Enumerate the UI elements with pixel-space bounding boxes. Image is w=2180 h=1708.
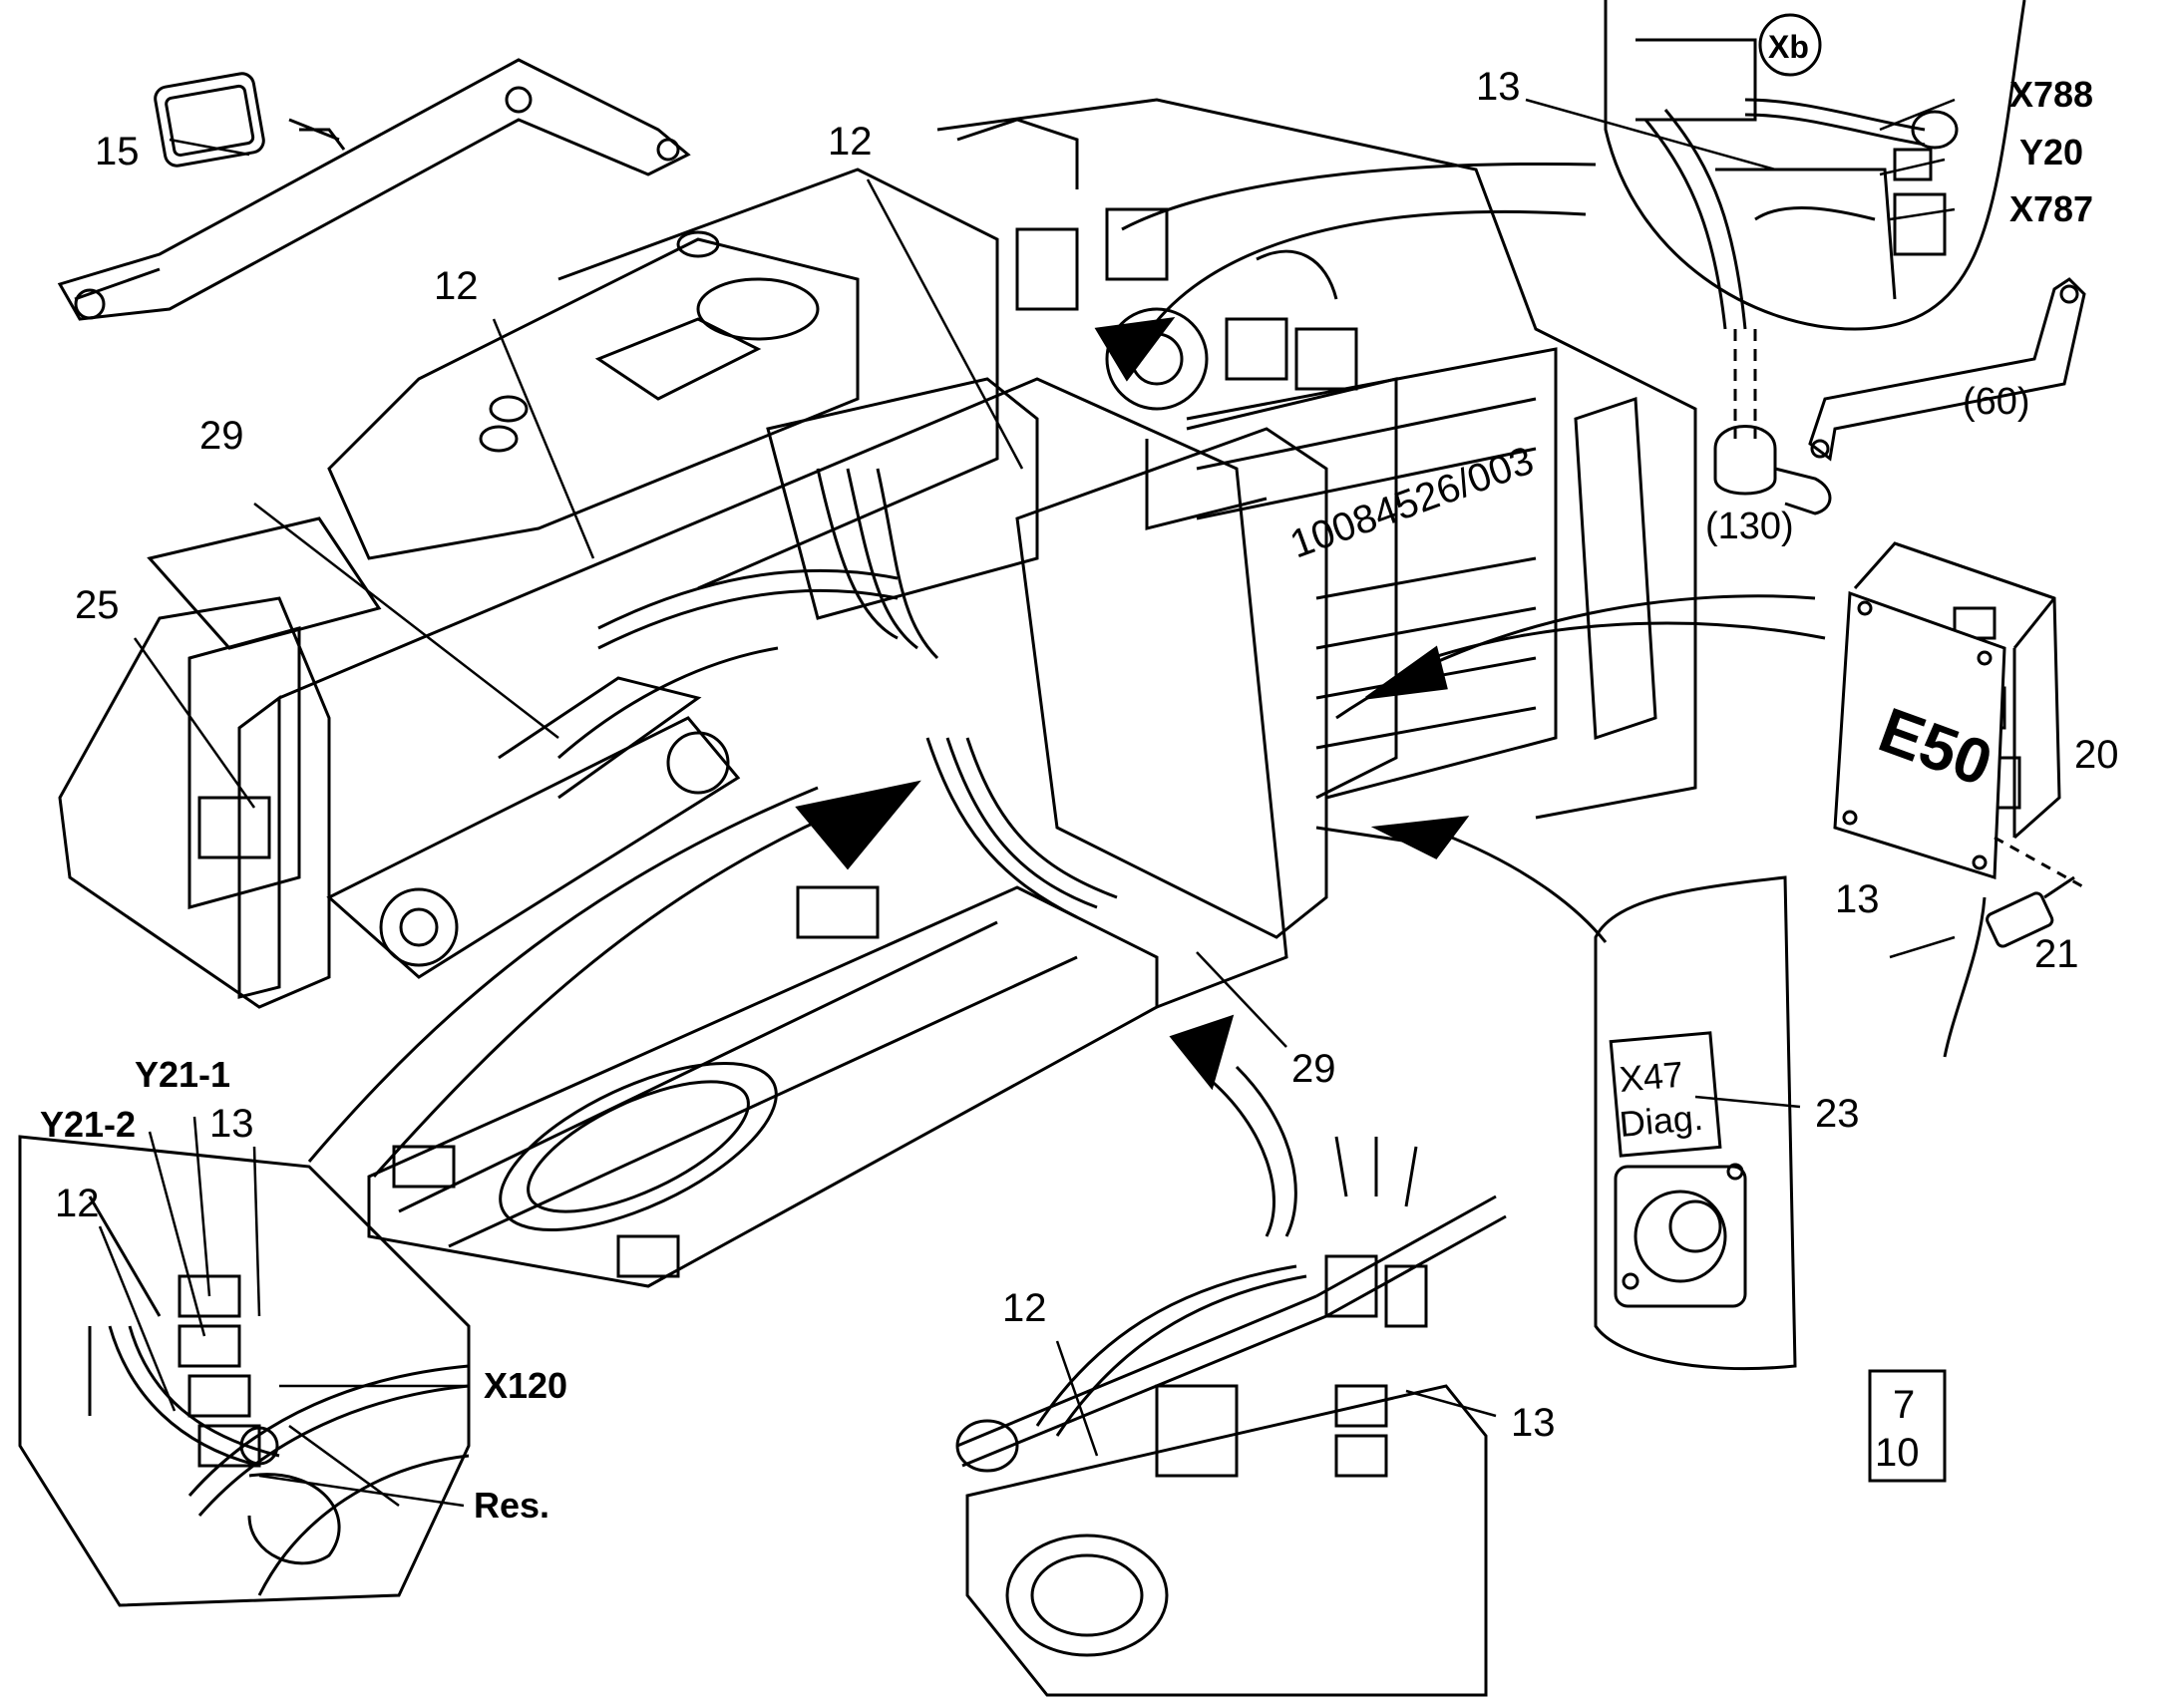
drawing-number: 10084526/003 bbox=[1284, 439, 1539, 567]
diag-plate-line2: Diag. bbox=[1618, 1097, 1704, 1145]
callout-130: (130) bbox=[1705, 506, 1794, 547]
callout-29-right: 29 bbox=[1291, 1047, 1336, 1091]
machine-chassis-art bbox=[58, 98, 1697, 1288]
callout-13-top: 13 bbox=[1476, 65, 1521, 109]
page-ref-bottom: 10 bbox=[1875, 1431, 1920, 1475]
callout-15: 15 bbox=[95, 130, 140, 173]
detail-xb-label: Xb bbox=[1768, 29, 1809, 65]
callout-y21-2: Y21-2 bbox=[40, 1104, 136, 1145]
pointer-arrows bbox=[307, 162, 1826, 1237]
callout-13-detail-bottom: 13 bbox=[1511, 1401, 1556, 1445]
detail-y21-art bbox=[18, 1135, 471, 1607]
callout-20: 20 bbox=[2074, 733, 2119, 777]
callout-x787: X787 bbox=[2009, 188, 2093, 229]
page-ref-top: 7 bbox=[1893, 1383, 1915, 1427]
callout-60: (60) bbox=[1963, 381, 2030, 423]
leader-lines bbox=[98, 98, 1956, 1508]
callout-23: 23 bbox=[1815, 1092, 1860, 1136]
boom-arm-art bbox=[57, 58, 691, 321]
callout-29-left: 29 bbox=[199, 414, 244, 458]
callout-x788: X788 bbox=[2009, 74, 2093, 115]
callout-13-right: 13 bbox=[1835, 877, 1880, 921]
detail-xb-badge bbox=[1758, 13, 1822, 77]
ecu-e50-art bbox=[1833, 541, 2085, 1058]
page-ref-box bbox=[1868, 1369, 1947, 1483]
callout-21: 21 bbox=[2034, 932, 2079, 976]
callout-res: Res. bbox=[474, 1485, 549, 1526]
callout-12-detail-left: 12 bbox=[55, 1182, 100, 1225]
callout-x120: X120 bbox=[484, 1365, 567, 1406]
callout-y20: Y20 bbox=[2019, 132, 2083, 172]
callout-13-left: 13 bbox=[209, 1102, 254, 1146]
diag-plate-art bbox=[1594, 875, 1797, 1371]
callout-25: 25 bbox=[75, 583, 120, 627]
callout-12-top: 12 bbox=[828, 120, 873, 164]
detail-bottom-art bbox=[955, 1136, 1507, 1697]
diag-plate-line1: X47 bbox=[1618, 1054, 1684, 1100]
callout-12-left: 12 bbox=[434, 264, 479, 308]
callout-12-detail-bottom: 12 bbox=[1002, 1286, 1047, 1330]
detail-xb-art bbox=[1604, 0, 2086, 515]
callout-y21-1: Y21-1 bbox=[135, 1054, 230, 1095]
